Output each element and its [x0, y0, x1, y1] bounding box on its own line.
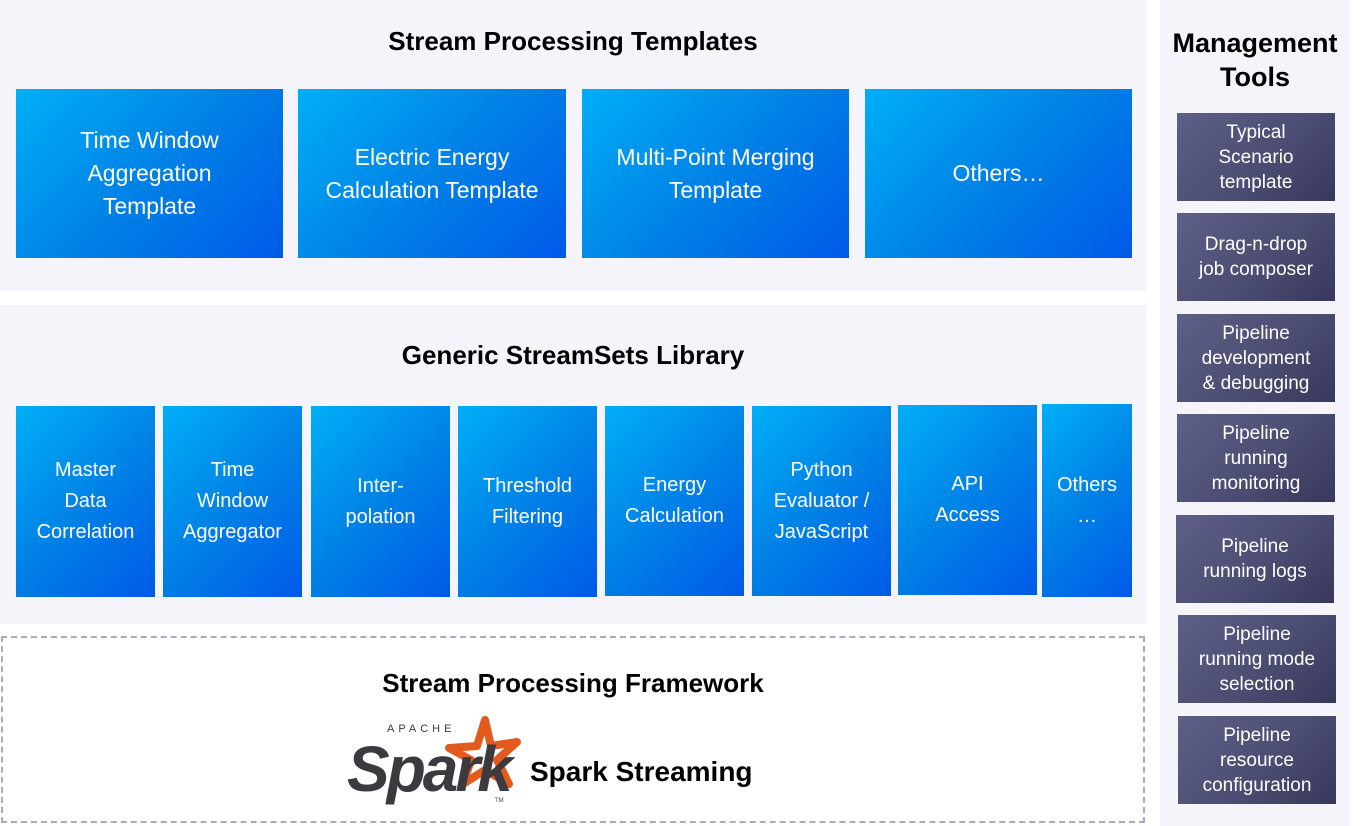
library-others[interactable]: Others …	[1042, 404, 1132, 597]
framework-title: Stream Processing Framework	[382, 668, 764, 698]
mgmt-pipeline-development-debugging[interactable]: Pipeline development & debugging	[1177, 314, 1335, 402]
library-title: Generic StreamSets Library	[401, 340, 745, 370]
mgmt-drag-n-drop-composer[interactable]: Drag-n-drop job composer	[1177, 213, 1335, 301]
mgmt-pipeline-running-logs[interactable]: Pipeline running logs	[1176, 515, 1334, 603]
spark-streaming-label: Spark Streaming	[530, 756, 753, 787]
library-interpolation[interactable]: Inter- polation	[311, 406, 450, 597]
library-threshold-filtering[interactable]: Threshold Filtering	[458, 406, 597, 597]
logo-tm-text: TM	[495, 798, 504, 804]
template-multi-point-merging[interactable]: Multi-Point Merging Template	[582, 89, 849, 258]
library-api-access[interactable]: API Access	[898, 405, 1037, 595]
mgmt-typical-scenario-template[interactable]: Typical Scenario template	[1177, 113, 1335, 201]
library-panel: Generic StreamSets Library Master Data C…	[0, 305, 1146, 624]
management-title: Management Tools	[1172, 28, 1338, 92]
templates-title: Stream Processing Templates	[388, 26, 758, 56]
mgmt-pipeline-running-mode-selection[interactable]: Pipeline running mode selection	[1178, 615, 1336, 703]
logo-spark-text: Spark	[347, 733, 513, 805]
template-time-window-aggregation[interactable]: Time Window Aggregation Template	[16, 89, 283, 258]
library-master-data-correlation[interactable]: Master Data Correlation	[16, 406, 155, 597]
framework-panel: Stream Processing Framework APACHE Spark…	[1, 636, 1145, 823]
library-python-javascript-evaluator[interactable]: Python Evaluator / JavaScript	[752, 406, 891, 596]
library-energy-calculation[interactable]: Energy Calculation	[605, 406, 744, 596]
logo-apache-text: APACHE	[387, 723, 456, 735]
apache-spark-logo: APACHE Spark TM	[345, 716, 525, 812]
library-time-window-aggregator[interactable]: Time Window Aggregator	[163, 406, 302, 597]
template-electric-energy-calculation[interactable]: Electric Energy Calculation Template	[298, 89, 566, 258]
mgmt-pipeline-running-monitoring[interactable]: Pipeline running monitoring	[1177, 414, 1335, 502]
management-panel: Management Tools Typical Scenario templa…	[1160, 0, 1350, 826]
templates-panel: Stream Processing Templates Time Window …	[0, 0, 1146, 291]
mgmt-pipeline-resource-configuration[interactable]: Pipeline resource configuration	[1178, 716, 1336, 804]
template-others[interactable]: Others…	[865, 89, 1132, 258]
spark-star-icon	[445, 716, 521, 788]
